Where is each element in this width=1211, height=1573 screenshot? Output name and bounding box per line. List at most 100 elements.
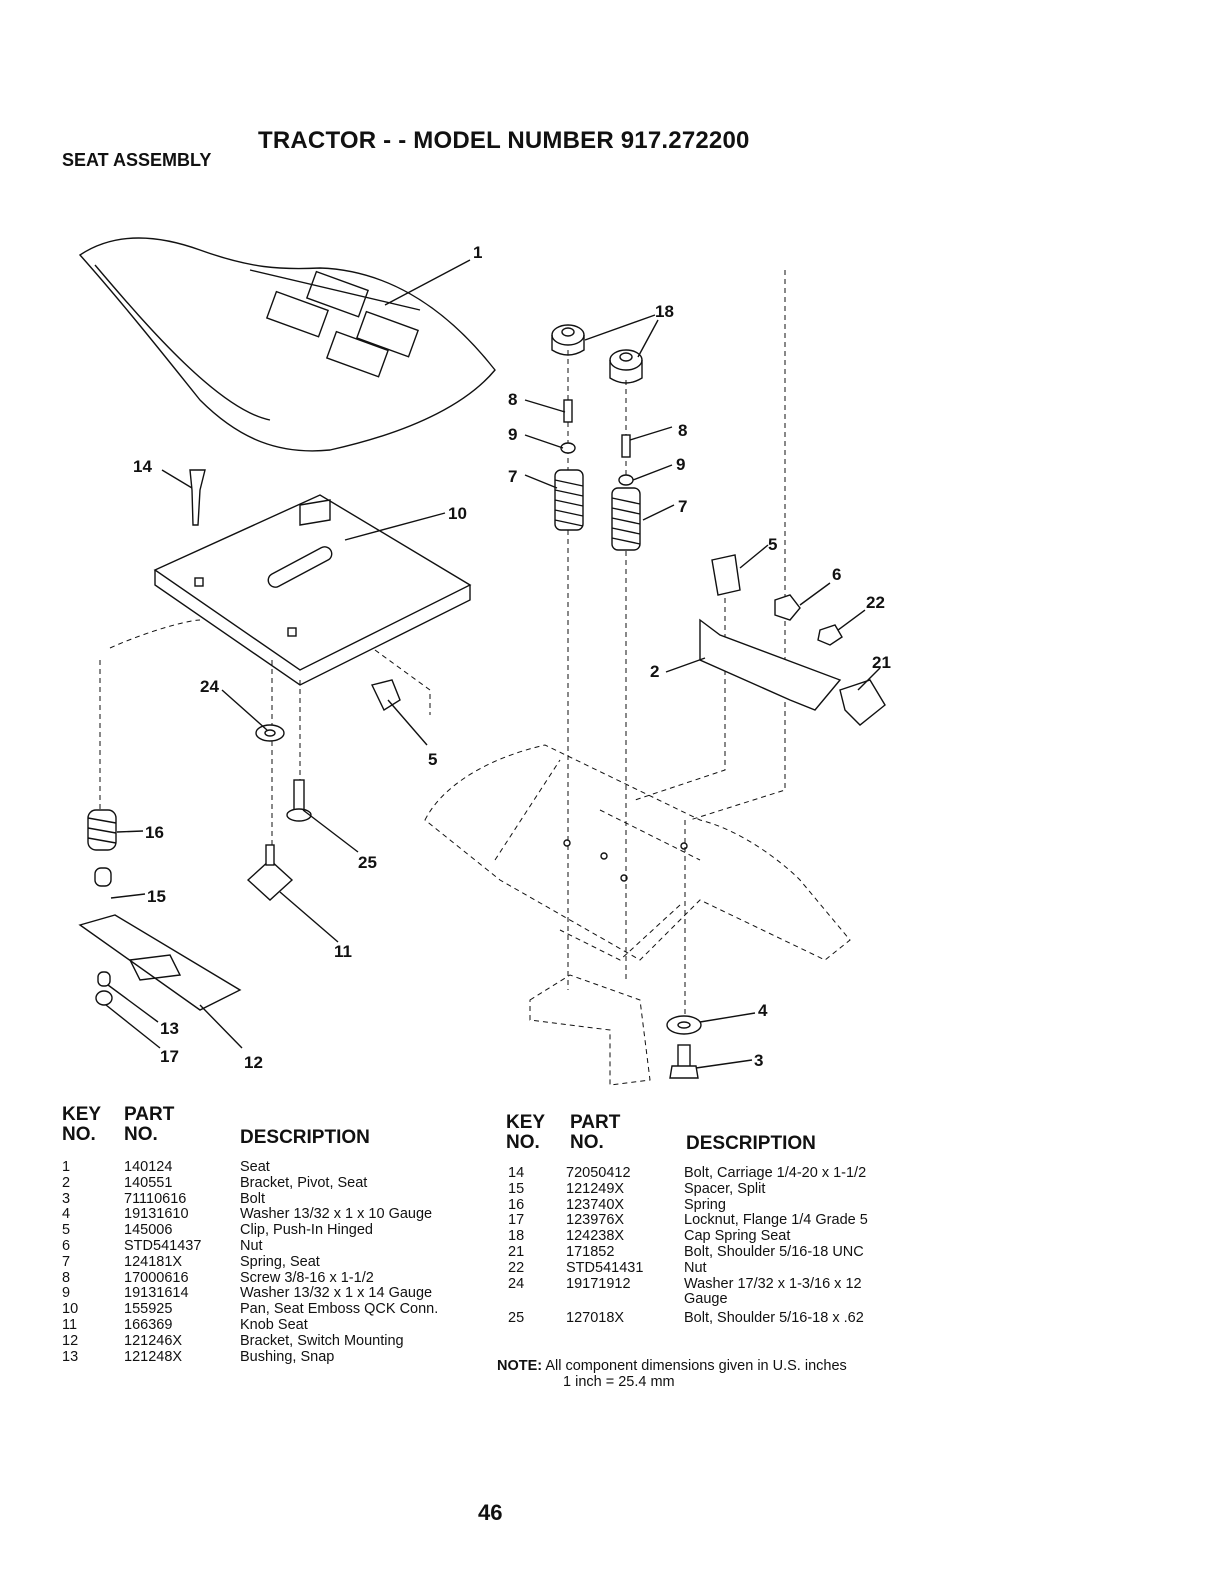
key-no: 24 <box>508 1275 525 1292</box>
section-title: SEAT ASSEMBLY <box>62 150 212 170</box>
part-no: STD541431 <box>566 1259 644 1276</box>
table-row: 15 121249X Spacer, Split <box>508 1180 948 1198</box>
key-header-bottom: NO. <box>506 1132 540 1153</box>
key-no: 22 <box>508 1259 525 1276</box>
description: Bushing, Snap <box>240 1348 335 1365</box>
callout-label: 18 <box>655 302 674 321</box>
callout-label: 3 <box>754 1051 763 1070</box>
page-number: 46 <box>478 1500 503 1525</box>
description: Nut <box>240 1237 263 1254</box>
callout-label: 22 <box>866 593 885 612</box>
description: Spring, Seat <box>240 1253 320 1270</box>
part-no: 19171912 <box>566 1275 631 1292</box>
callout-label: 14 <box>133 457 152 476</box>
part-no: 127018X <box>566 1310 625 1327</box>
exploded-parts-diagram: 1 18 8 8 9 9 7 7 5 6 22 21 2 10 14 24 5 … <box>78 237 891 1086</box>
hardware-drawings <box>78 324 886 1079</box>
callout-labels: 1 18 8 8 9 9 7 7 5 6 22 21 2 10 14 24 5 … <box>133 243 891 1072</box>
key-no: 14 <box>508 1165 525 1181</box>
description: Cap Spring Seat <box>684 1228 791 1245</box>
key-no: 3 <box>62 1190 71 1207</box>
part-no: 166369 <box>124 1316 173 1333</box>
note-line-1: All component dimensions given in U.S. i… <box>545 1358 847 1374</box>
description: Pan, Seat Emboss QCK Conn. <box>240 1301 439 1318</box>
part-no: 121249X <box>566 1180 625 1197</box>
part-no: 140551 <box>124 1174 173 1191</box>
key-no: 11 <box>62 1316 78 1333</box>
callout-label: 9 <box>676 455 685 474</box>
part-no: 123740X <box>566 1196 625 1213</box>
description: Screw 3/8-16 x 1-1/2 <box>240 1269 374 1286</box>
description: Clip, Push-In Hinged <box>240 1222 373 1239</box>
table-row: 14 72050412 Bolt, Carriage 1/4-20 x 1-1/2 <box>508 1165 948 1182</box>
part-header-bottom: NO. <box>570 1132 604 1153</box>
table-row: 4 19131610 Washer 13/32 x 1 x 10 Gauge <box>62 1207 482 1223</box>
key-no-header-right: KEY NO. <box>506 1113 545 1153</box>
callout-label: 7 <box>508 467 517 486</box>
part-no: 155925 <box>124 1301 173 1318</box>
description: Bolt, Shoulder 5/16-18 UNC <box>684 1243 864 1260</box>
table-row: 10 155925 Pan, Seat Emboss QCK Conn. <box>62 1301 482 1318</box>
description: Gauge <box>684 1291 728 1308</box>
table-row: 22 STD541431 Nut <box>508 1259 948 1277</box>
key-no: 9 <box>62 1285 71 1302</box>
key-header-top: KEY <box>506 1112 546 1133</box>
key-no: 2 <box>62 1174 71 1191</box>
part-no: 123976X <box>566 1212 625 1229</box>
part-header-bottom: NO. <box>124 1124 158 1145</box>
key-header-bottom: NO. <box>62 1124 96 1145</box>
callout-label: 11 <box>334 942 352 961</box>
callout-label: 7 <box>678 497 687 516</box>
key-header-top: KEY <box>62 1104 102 1125</box>
part-no: 72050412 <box>566 1165 631 1181</box>
dimension-note: NOTE: All component dimensions given in … <box>497 1358 847 1390</box>
description: Washer 13/32 x 1 x 14 Gauge <box>240 1285 433 1302</box>
part-no: 124181X <box>124 1253 183 1270</box>
key-no: 6 <box>62 1237 71 1254</box>
description-header-right: DESCRIPTION <box>686 1133 816 1154</box>
key-no: 16 <box>508 1196 525 1213</box>
callout-label: 21 <box>872 653 891 672</box>
description: Bolt <box>240 1190 265 1207</box>
key-no: 5 <box>62 1222 71 1239</box>
callout-label: 5 <box>428 750 437 769</box>
table-row: 5 145006 Clip, Push-In Hinged <box>62 1222 482 1239</box>
description: Bolt, Shoulder 5/16-18 x .62 <box>684 1310 864 1327</box>
callout-label: 8 <box>508 390 517 409</box>
part-no: 145006 <box>124 1222 173 1239</box>
key-no: 21 <box>508 1243 525 1260</box>
part-no: 121246X <box>124 1332 183 1349</box>
description: Washer 13/32 x 1 x 10 Gauge <box>240 1206 433 1223</box>
part-header-top: PART <box>124 1104 175 1125</box>
callout-label: 8 <box>678 421 687 440</box>
callout-label: 16 <box>145 823 164 842</box>
description: Bolt, Carriage 1/4-20 x 1-1/2 <box>684 1165 867 1181</box>
part-no: 140124 <box>124 1159 173 1175</box>
callout-label: 15 <box>147 887 166 906</box>
callout-leaders <box>105 259 881 1069</box>
seat-pan-drawing <box>153 494 472 686</box>
note-line-2: 1 inch = 25.4 mm <box>563 1374 675 1390</box>
key-no: 10 <box>62 1301 79 1318</box>
key-no: 25 <box>508 1310 525 1327</box>
description: Seat <box>240 1159 270 1175</box>
key-no: 4 <box>62 1206 71 1223</box>
callout-label: 9 <box>508 425 517 444</box>
key-no: 13 <box>62 1348 79 1365</box>
part-no: 71110616 <box>124 1190 187 1207</box>
description: Nut <box>684 1259 707 1276</box>
part-no: STD541437 <box>124 1237 202 1254</box>
description: Washer 17/32 x 1-3/16 x 12 <box>684 1275 862 1292</box>
key-no: 15 <box>508 1180 525 1197</box>
description: Spacer, Split <box>684 1180 766 1197</box>
description: Bracket, Switch Mounting <box>240 1332 404 1349</box>
part-no: 19131610 <box>124 1206 189 1223</box>
